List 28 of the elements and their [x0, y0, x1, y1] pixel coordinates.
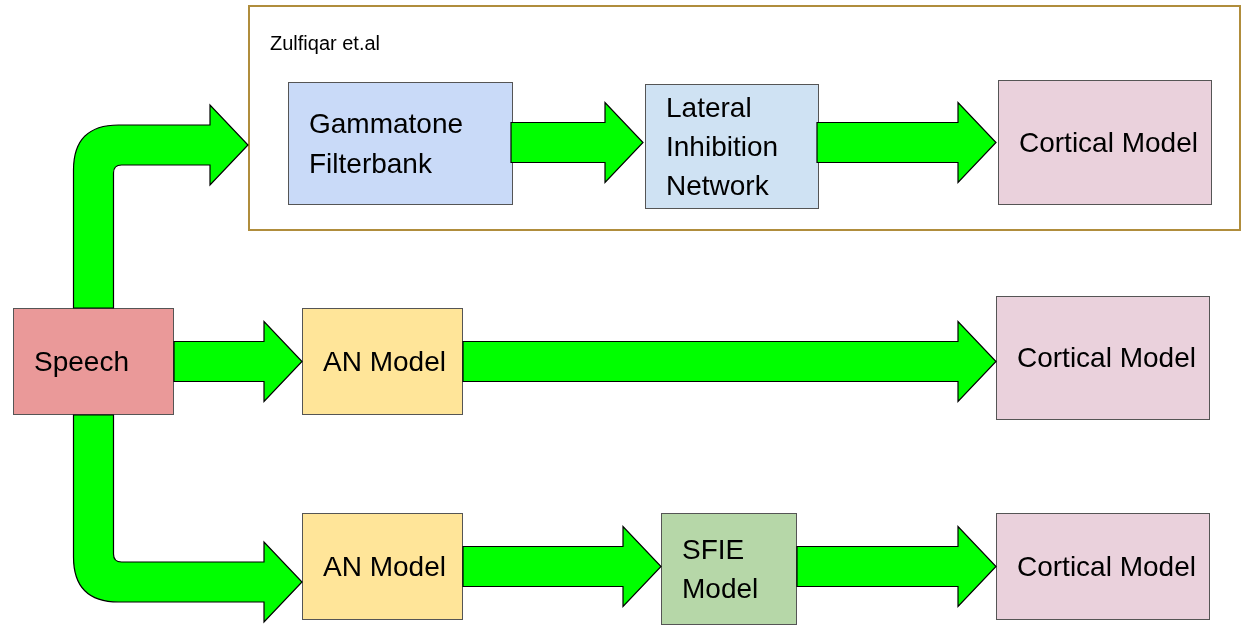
- box-label: Cortical Model: [1017, 549, 1197, 584]
- box-label: Lateral Inhibition Network: [666, 90, 780, 204]
- block-arrow: [462, 320, 997, 403]
- box-label: Gammatone Filterbank: [309, 107, 465, 181]
- box-label: AN Model: [323, 549, 447, 584]
- process-box: [302, 308, 463, 415]
- box-label: Cortical Model: [1019, 125, 1199, 160]
- process-box: [996, 296, 1210, 420]
- group-frame: [248, 5, 1241, 231]
- box-label: Speech: [34, 344, 130, 379]
- block-arrow: [462, 525, 662, 608]
- process-box: [998, 80, 1212, 205]
- process-box: [661, 513, 797, 625]
- process-box: [302, 513, 463, 620]
- process-box: [288, 82, 513, 205]
- block-arrow: [510, 101, 644, 184]
- group-heading: Zulfiqar et.al: [270, 31, 381, 56]
- block-arrow: [816, 101, 997, 184]
- box-label: Cortical Model: [1017, 341, 1197, 376]
- box-label: AN Model: [323, 344, 447, 379]
- block-arrow: [72, 414, 303, 623]
- process-box: [996, 513, 1210, 620]
- block-arrow: [72, 104, 249, 309]
- process-box: [645, 84, 819, 209]
- block-arrow: [173, 320, 303, 403]
- process-box: [13, 308, 174, 415]
- block-arrow: [796, 525, 997, 608]
- box-label: SFIE Model: [682, 532, 760, 606]
